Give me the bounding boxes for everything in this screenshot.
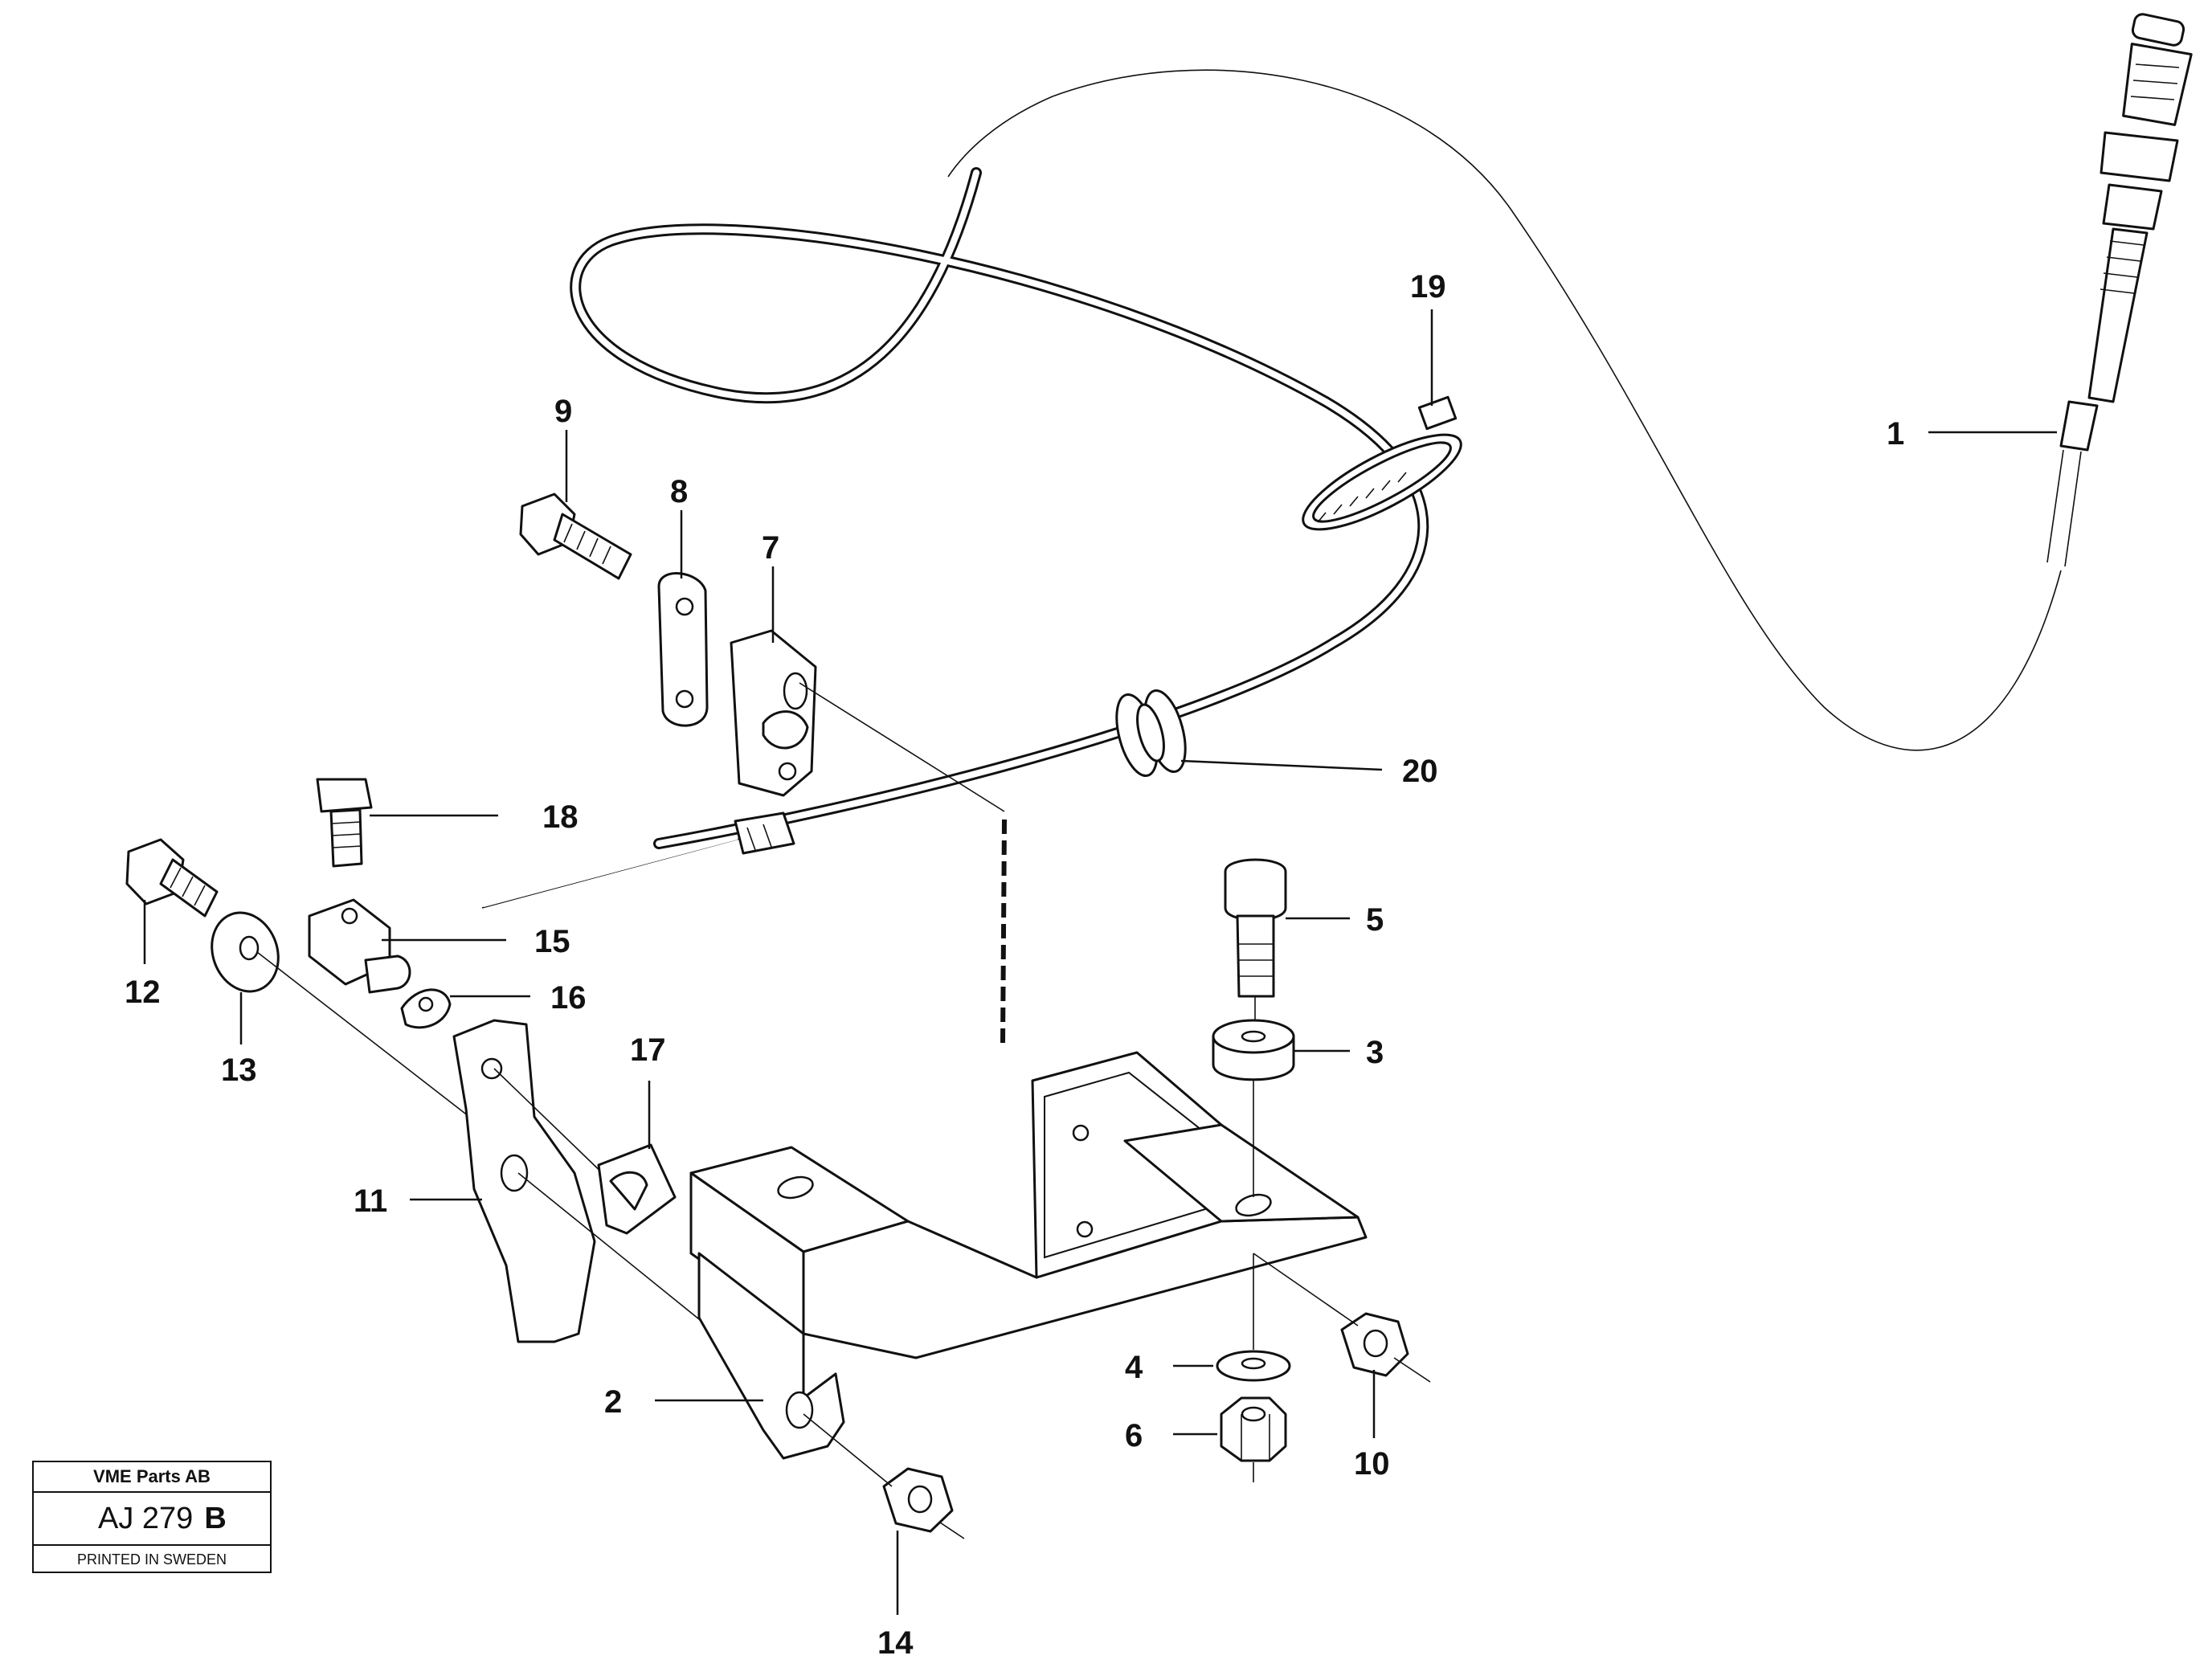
part-16-spring-clip — [400, 988, 452, 1029]
assembly-line-7 — [799, 682, 1005, 812]
callout-4: 4 — [1125, 1350, 1143, 1385]
assembly-line-13 — [256, 951, 491, 1134]
callout-2: 2 — [604, 1384, 622, 1420]
part-10-nut — [1340, 1312, 1409, 1377]
title-block: VME Parts AB AJ 279 B PRINTED IN SWEDEN — [32, 1461, 272, 1573]
callout-17: 17 — [630, 1032, 666, 1068]
callout-10: 10 — [1354, 1446, 1390, 1482]
callout-15: 15 — [534, 924, 570, 959]
assembly-line-10 — [1253, 1253, 1431, 1383]
part-9-bolt — [519, 493, 632, 580]
part-15-terminal-block — [308, 898, 411, 994]
part-2-bracket — [689, 1051, 1368, 1460]
title-block-printed: PRINTED IN SWEDEN — [76, 1551, 227, 1568]
callout-9: 9 — [554, 394, 572, 429]
title-block-revision: B — [204, 1501, 227, 1535]
part-13-washer — [211, 911, 280, 993]
callout-11: 11 — [354, 1183, 387, 1219]
callout-18: 18 — [542, 799, 579, 835]
part-1-control-knob — [2046, 13, 2193, 567]
part-5-bolt — [1224, 858, 1287, 998]
callout-19: 19 — [1410, 269, 1446, 305]
assembly-line-11b — [517, 1172, 708, 1326]
callout-8: 8 — [670, 474, 688, 509]
part-8-strap — [657, 572, 709, 727]
callout-3: 3 — [1366, 1035, 1384, 1070]
callout-7: 7 — [762, 530, 779, 566]
part-11-lever — [452, 1019, 596, 1343]
assembly-line-11a — [493, 1068, 611, 1182]
part-19-cable-tie — [1302, 395, 1462, 531]
callout-12: 12 — [125, 975, 161, 1010]
part-12-bolt — [125, 838, 219, 918]
part-6-nut — [1220, 1396, 1287, 1462]
cable-long-curve — [947, 69, 2062, 751]
title-block-drawing-number: AJ 279 — [98, 1501, 194, 1535]
assembly-line-14 — [803, 1413, 965, 1539]
callout-14: 14 — [877, 1625, 914, 1661]
title-block-drawing-number-row: AJ 279 B — [34, 1493, 270, 1546]
part-14-nut — [882, 1467, 954, 1533]
callout-1: 1 — [1887, 416, 1904, 452]
assembly-dashed-line — [1000, 819, 1007, 1045]
callout-20: 20 — [1402, 754, 1438, 789]
part-7-cable-clamp — [730, 629, 817, 797]
part-17-clip — [597, 1143, 677, 1235]
callout-13: 13 — [221, 1053, 257, 1088]
part-3-spacer — [1212, 1019, 1295, 1081]
title-block-company: VME Parts AB — [34, 1462, 270, 1493]
callout-6: 6 — [1125, 1418, 1143, 1453]
cable-sheath — [481, 167, 1429, 909]
part-20-grommet — [1115, 689, 1187, 778]
callout-5: 5 — [1366, 902, 1384, 938]
leader-lines — [143, 309, 2057, 1615]
part-4-washer — [1216, 1350, 1291, 1382]
callout-labels: 1 2 3 4 5 6 7 8 9 10 11 12 13 14 15 16 1… — [125, 269, 1904, 1661]
part-18-set-screw — [316, 778, 373, 868]
callout-16: 16 — [550, 980, 587, 1016]
